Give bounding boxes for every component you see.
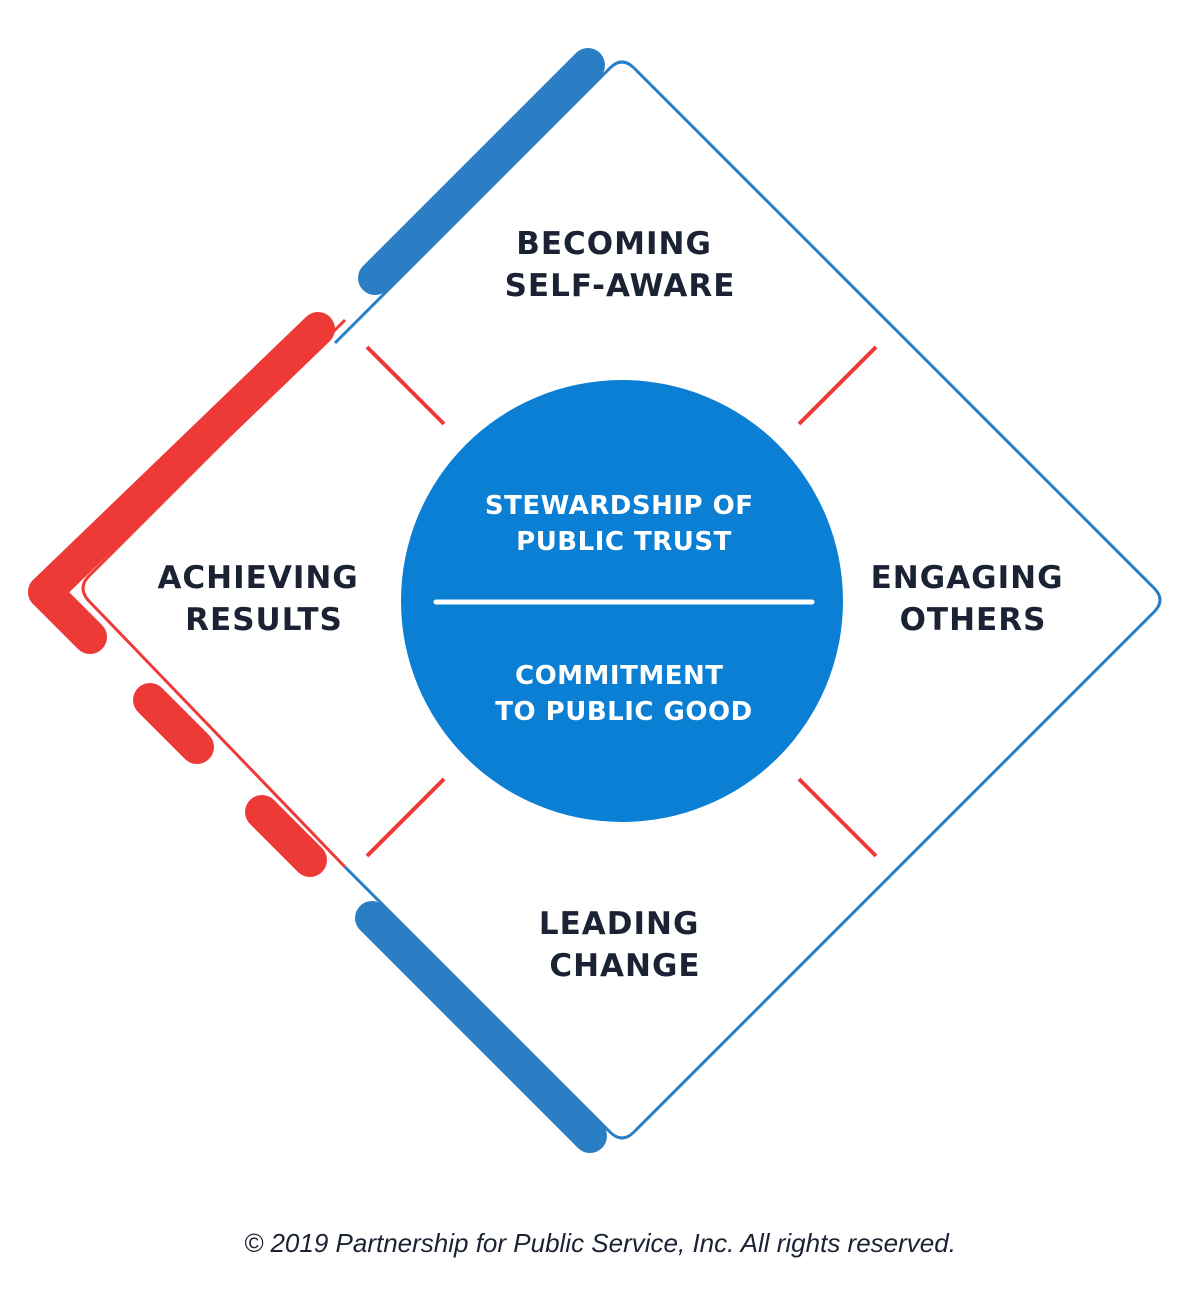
lower-left-red-tab-1	[133, 683, 214, 764]
quadrant-right-line-1: ENGAGING	[871, 560, 1064, 596]
center-label-lower: COMMITMENT TO PUBLIC GOOD	[495, 661, 752, 727]
left-red-bar	[28, 312, 335, 609]
quadrant-top-line-1: BECOMING	[516, 226, 712, 262]
lower-left-red-tab-2	[245, 795, 327, 877]
quadrant-label-bottom: LEADING CHANGE	[539, 906, 711, 984]
quadrant-left-line-1: ACHIEVING	[157, 560, 358, 596]
quadrant-label-top: BECOMING SELF-AWARE	[505, 226, 736, 304]
center-lower-line-2: TO PUBLIC GOOD	[495, 697, 752, 727]
quadrant-bottom-line-2: CHANGE	[549, 948, 700, 984]
center-upper-line-2: PUBLIC TRUST	[516, 527, 732, 557]
quadrant-top-line-2: SELF-AWARE	[505, 268, 736, 304]
diamond-outline-red	[81, 318, 347, 869]
divider-tick-bottom-right	[797, 777, 878, 858]
divider-tick-top-left	[365, 345, 446, 426]
divider-tick-bottom-left	[365, 777, 446, 858]
quadrant-label-right: ENGAGING OTHERS	[871, 560, 1076, 638]
diamond-outline-top-left	[333, 60, 636, 345]
quadrant-bottom-line-1: LEADING	[539, 906, 700, 942]
copyright-notice: © 2019 Partnership for Public Service, I…	[244, 1228, 956, 1258]
center-upper-line-1: STEWARDSHIP OF	[485, 491, 754, 521]
left-red-bar-foot	[28, 575, 107, 654]
bottom-left-blue-bar	[355, 901, 607, 1153]
center-lower-line-1: COMMITMENT	[515, 661, 723, 691]
quadrant-right-line-2: OTHERS	[900, 602, 1047, 638]
center-label-upper: STEWARDSHIP OF PUBLIC TRUST	[485, 491, 763, 557]
quadrant-label-left: ACHIEVING RESULTS	[157, 560, 370, 638]
top-left-blue-bar	[358, 48, 605, 295]
quadrant-left-line-2: RESULTS	[185, 602, 343, 638]
diamond-outline-blue	[343, 66, 1162, 1140]
divider-tick-top-right	[797, 345, 878, 426]
